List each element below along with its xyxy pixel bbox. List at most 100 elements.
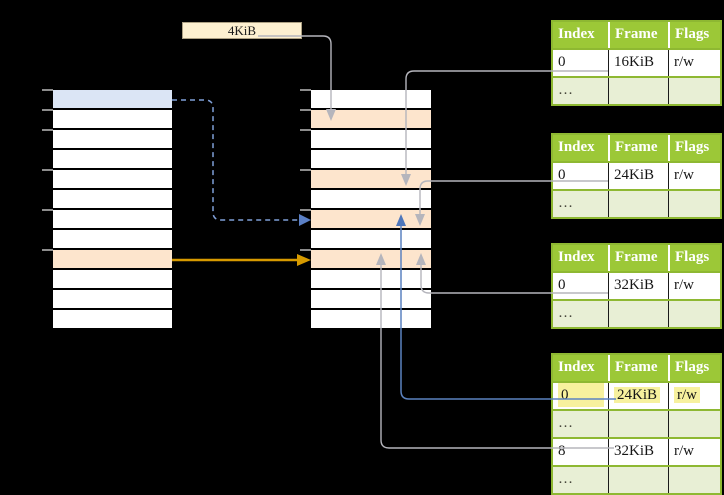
address-tick: [300, 249, 311, 251]
col-header-flags: Flags: [668, 355, 720, 381]
cell-index: …: [553, 78, 608, 104]
virtual-row-5: [53, 190, 172, 210]
address-tick: [42, 129, 53, 131]
physical-row-8: [311, 250, 431, 270]
col-header-frame: Frame: [608, 135, 668, 161]
address-tick: [300, 209, 311, 211]
address-tick: [300, 169, 311, 171]
cell-flags: r/w: [668, 273, 720, 299]
cell-flags: [668, 301, 720, 327]
cell-frame: [608, 301, 668, 327]
address-tick: [42, 249, 53, 251]
page-table-2-header: Index Frame Flags: [553, 135, 720, 161]
table-row: 0 32KiB r/w: [553, 271, 720, 299]
physical-row-1: [311, 110, 431, 130]
page-table-2: Index Frame Flags 0 24KiB r/w …: [551, 133, 722, 219]
table-row-ellipsis: …: [553, 409, 720, 437]
cell-index: 0: [553, 163, 608, 189]
page-size-label: 4KiB: [182, 22, 302, 39]
cell-frame: 16KiB: [608, 50, 668, 76]
cell-flags: r/w: [668, 50, 720, 76]
cell-index: …: [553, 301, 608, 327]
cell-index: 8: [553, 439, 608, 465]
virtual-row-0: [53, 90, 172, 110]
table-row: 0 16KiB r/w: [553, 48, 720, 76]
virtual-row-2: [53, 130, 172, 150]
physical-row-0: [311, 90, 431, 110]
highlight-mark: 24KiB: [614, 387, 661, 403]
col-header-frame: Frame: [608, 355, 668, 381]
col-header-index: Index: [553, 135, 608, 161]
physical-row-6: [311, 210, 431, 230]
cell-flags: r/w: [668, 383, 720, 409]
address-tick: [300, 89, 311, 91]
col-header-flags: Flags: [668, 245, 720, 271]
highlight-mark: r/w: [674, 387, 700, 403]
page-table-3: Index Frame Flags 0 32KiB r/w …: [551, 243, 722, 329]
physical-row-4: [311, 170, 431, 190]
arrowhead-right-icon: [299, 214, 311, 226]
cell-frame: [608, 78, 668, 104]
address-tick: [300, 109, 311, 111]
physical-memory-stack: [300, 89, 431, 330]
highlight-mark: 0: [558, 383, 604, 407]
physical-row-11: [311, 310, 431, 330]
table-row-ellipsis: …: [553, 465, 720, 493]
table-row-ellipsis: …: [553, 76, 720, 104]
physical-row-3: [311, 150, 431, 170]
cell-frame: [608, 467, 668, 493]
cell-frame: 24KiB: [608, 383, 668, 409]
physical-row-7: [311, 230, 431, 250]
table-row: 8 32KiB r/w: [553, 437, 720, 465]
page-table-4-header: Index Frame Flags: [553, 355, 720, 381]
table-row-ellipsis: …: [553, 299, 720, 327]
cell-flags: [668, 191, 720, 217]
virtual-row-8: [53, 250, 172, 270]
table-row-highlighted: 0 24KiB r/w: [553, 381, 720, 409]
virtual-row-9: [53, 270, 172, 290]
cell-flags: r/w: [668, 163, 720, 189]
cell-index: 0: [553, 273, 608, 299]
physical-row-10: [311, 290, 431, 310]
virtual-row-3: [53, 150, 172, 170]
cell-frame: [608, 191, 668, 217]
address-tick: [42, 209, 53, 211]
cell-index: …: [553, 467, 608, 493]
col-header-index: Index: [553, 245, 608, 271]
physical-row-5: [311, 190, 431, 210]
col-header-index: Index: [553, 22, 608, 48]
virtual-row-10: [53, 290, 172, 310]
cell-frame: 24KiB: [608, 163, 668, 189]
table-row-ellipsis: …: [553, 189, 720, 217]
cell-frame: 32KiB: [608, 273, 668, 299]
virtual-row-4: [53, 170, 172, 190]
page-size-text: 4KiB: [227, 22, 257, 38]
col-header-flags: Flags: [668, 135, 720, 161]
address-tick: [42, 89, 53, 91]
page-table-3-header: Index Frame Flags: [553, 245, 720, 271]
address-tick: [42, 169, 53, 171]
cell-flags: [668, 467, 720, 493]
col-header-flags: Flags: [668, 22, 720, 48]
arrow-virtual-page0-to-frame: [172, 99, 299, 221]
virtual-row-1: [53, 110, 172, 130]
cell-index: 0: [553, 383, 608, 409]
physical-row-9: [311, 270, 431, 290]
virtual-row-6: [53, 210, 172, 230]
col-header-frame: Frame: [608, 245, 668, 271]
cell-index: 0: [553, 50, 608, 76]
address-tick: [42, 109, 53, 111]
cell-flags: r/w: [668, 439, 720, 465]
col-header-frame: Frame: [608, 22, 668, 48]
physical-row-2: [311, 130, 431, 150]
cell-frame: 32KiB: [608, 439, 668, 465]
page-table-1: Index Frame Flags 0 16KiB r/w …: [551, 20, 722, 106]
address-tick: [300, 129, 311, 131]
cell-index: …: [553, 191, 608, 217]
page-table-1-header: Index Frame Flags: [553, 22, 720, 48]
virtual-memory-stack: [42, 89, 172, 330]
cell-flags: [668, 411, 720, 437]
virtual-row-11: [53, 310, 172, 330]
table-row: 0 24KiB r/w: [553, 161, 720, 189]
cell-flags: [668, 78, 720, 104]
